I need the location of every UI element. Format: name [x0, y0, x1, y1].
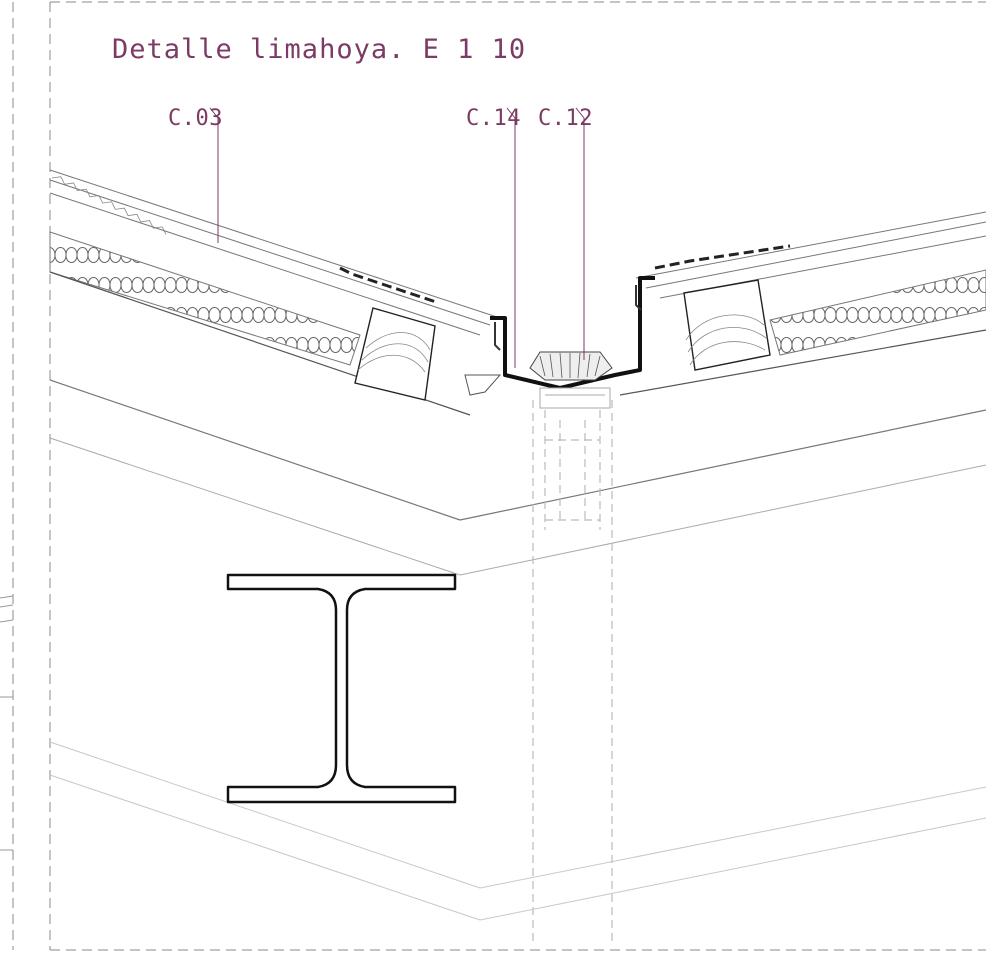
lower-slab-lines	[49, 741, 986, 921]
sheet-frame	[12, 1, 986, 951]
callout-leaders	[209, 107, 585, 368]
downpipe	[532, 400, 613, 945]
callout-c12: C.12	[538, 106, 593, 131]
right-roof-pitch	[459, 211, 986, 576]
callout-c14: C.14	[466, 106, 521, 131]
valley-gutter	[490, 276, 655, 409]
callout-c03: C.03	[168, 106, 223, 131]
adjacent-detail-fragment	[0, 595, 14, 851]
steel-i-beam	[226, 573, 457, 804]
drawing-title: Detalle limahoya. E 1 10	[112, 34, 526, 65]
left-roof-pitch	[49, 169, 502, 576]
